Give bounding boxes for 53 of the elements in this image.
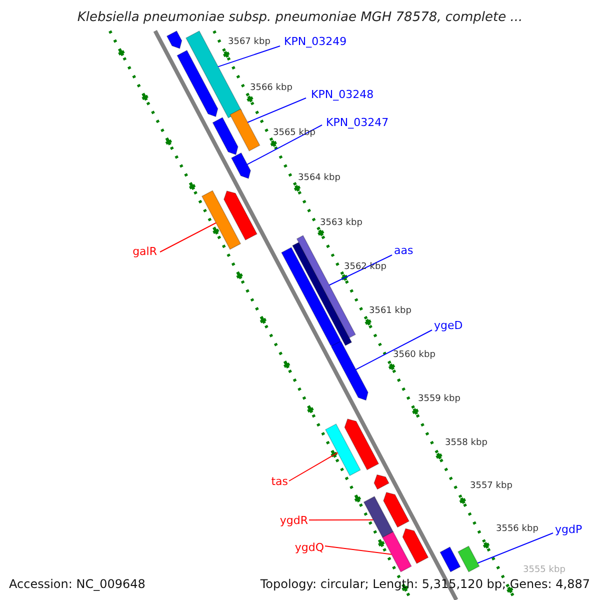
gene-bar [402, 528, 429, 564]
leader-line [247, 98, 306, 123]
gene-label: KPN_03247 [326, 117, 389, 128]
gene-label: KPN_03248 [311, 89, 374, 100]
leader-line [308, 519, 374, 520]
tick-label: 3566 kbp [250, 84, 292, 93]
footer-text: Accession: NC_009648 [9, 578, 146, 590]
gene-label: ygdP [555, 524, 582, 535]
tick-label: 3560 kbp [393, 351, 436, 360]
gene-bar [382, 531, 412, 572]
gene-bar [176, 50, 218, 118]
tick-label: 3567 kbp [228, 38, 270, 47]
gene-label: ygeD [434, 320, 463, 331]
leader-line [477, 532, 554, 564]
tick-label: 3559 kbp [418, 395, 460, 404]
leader-line [324, 546, 392, 555]
tick-label: 3556 kbp [496, 525, 538, 534]
gene-bar [344, 418, 380, 470]
tick-label: 3558 kbp [445, 439, 488, 448]
gene-label: tas [271, 476, 288, 487]
tick-label: 3562 kbp [344, 263, 386, 272]
gene-bar [212, 117, 238, 156]
tick-label: 3555 kbp [523, 566, 566, 575]
footer-text: Topology: circular; Length: 5,315,120 bp; Genes: 4,887 [260, 578, 590, 590]
gene-label: ygdQ [294, 542, 324, 553]
leader-line [328, 254, 392, 286]
leader-line [355, 330, 432, 370]
gene-label: aas [394, 245, 414, 256]
gene-bar [440, 546, 461, 572]
gene-label: galR [132, 246, 157, 257]
gene-label: ygdR [280, 515, 308, 526]
gene-bar [224, 190, 258, 241]
gene-label: KPN_03249 [284, 36, 347, 47]
gene-bar [229, 108, 260, 152]
leader-line [246, 124, 322, 165]
gene-bar [281, 246, 341, 349]
tick-label: 3564 kbp [298, 174, 340, 183]
gene-bar [166, 30, 182, 50]
tick-label: 3563 kbp [320, 219, 362, 228]
gene-bar [374, 474, 390, 490]
leader-line [160, 222, 216, 252]
leader-line [288, 452, 338, 482]
gene-bar [383, 492, 410, 528]
gene-bar [363, 496, 394, 538]
gene-bar [330, 340, 368, 401]
gene-bar [458, 546, 480, 572]
gene-bar [230, 152, 251, 179]
gene-bar [324, 423, 361, 476]
tick-label: 3557 kbp [470, 482, 512, 491]
title: Klebsiella pneumoniae subsp. pneumoniae MGH 78578, complete ... [77, 11, 523, 24]
gene-bar [201, 190, 242, 250]
leader-line [218, 46, 280, 68]
tick-label: 3561 kbp [369, 307, 412, 316]
